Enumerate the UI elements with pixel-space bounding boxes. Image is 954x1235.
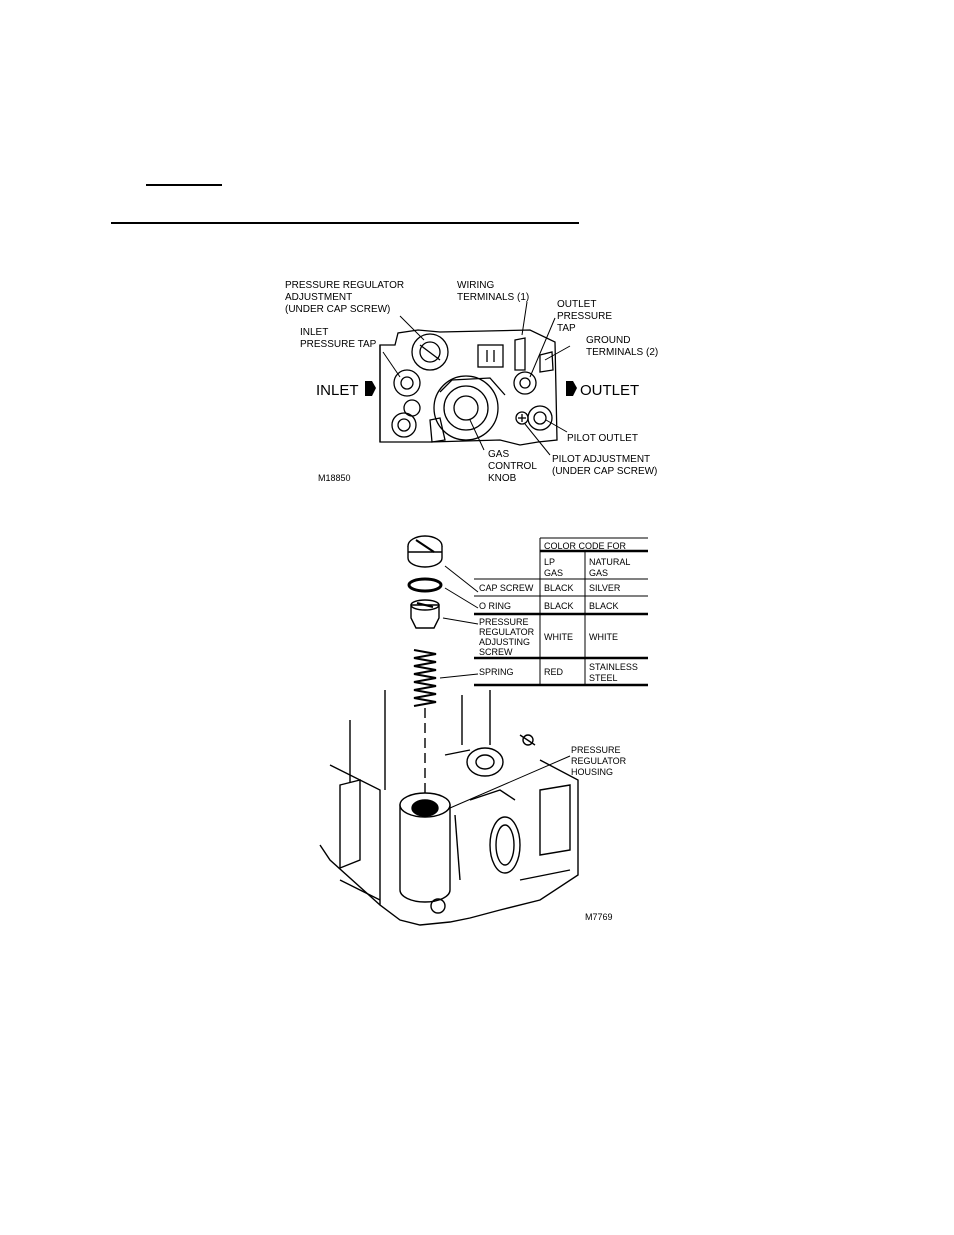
pressure-regulator-label-1: PRESSURE REGULATOR <box>285 280 404 291</box>
gas-valve-diagram: PRESSURE REGULATOR ADJUSTMENT (UNDER CAP… <box>285 280 658 484</box>
svg-text:REGULATOR: REGULATOR <box>479 627 535 637</box>
outlet-tap-label-2: PRESSURE <box>557 311 612 322</box>
svg-text:M7769: M7769 <box>585 912 613 922</box>
svg-text:PRESSURE: PRESSURE <box>571 745 621 755</box>
svg-text:HOUSING: HOUSING <box>571 767 613 777</box>
pressure-regulator-label-2: ADJUSTMENT <box>285 292 352 303</box>
row-screw-part-1: PRESSURE <box>479 617 529 627</box>
row-screw-part-3: ADJUSTING <box>479 637 530 647</box>
pressure-regulator-label-3: (UNDER CAP SCREW) <box>285 304 390 315</box>
pilot-adjust-label-2: (UNDER CAP SCREW) <box>552 466 657 477</box>
svg-text:CONTROL: CONTROL <box>488 461 537 472</box>
inlet-arrow-icon <box>365 381 376 396</box>
row-spring-natural-2: STEEL <box>589 673 618 683</box>
svg-text:GAS: GAS <box>488 449 509 460</box>
row-screw-part-4: SCREW <box>479 647 513 657</box>
outlet-tap-label-3: TAP <box>557 323 576 334</box>
gas-knob-label-3: KNOB <box>488 473 517 484</box>
svg-text:NATURAL: NATURAL <box>589 557 630 567</box>
outlet-label: OUTLET <box>580 382 639 399</box>
row-spring-part: SPRING <box>479 667 514 677</box>
housing-label-2: REGULATOR <box>571 756 627 766</box>
outlet-tap-label-1: OUTLET <box>557 299 596 310</box>
svg-text:WHITE: WHITE <box>589 632 618 642</box>
col-lp-2: GAS <box>544 568 563 578</box>
svg-text:STAINLESS: STAINLESS <box>589 662 638 672</box>
row-screw-part-2: REGULATOR <box>479 627 535 637</box>
svg-text:REGULATOR: REGULATOR <box>571 756 627 766</box>
col-lp-1: LP <box>544 557 555 567</box>
pilot-outlet-label: PILOT OUTLET <box>567 433 638 444</box>
housing-label-3: HOUSING <box>571 767 613 777</box>
svg-text:GROUND: GROUND <box>586 335 630 346</box>
row-cap-natural: SILVER <box>589 583 621 593</box>
svg-text:BLACK: BLACK <box>544 601 574 611</box>
svg-text:CAP SCREW: CAP SCREW <box>479 583 534 593</box>
svg-text:STEEL: STEEL <box>589 673 618 683</box>
svg-text:WIRING: WIRING <box>457 280 494 291</box>
wiring-label-2: TERMINALS (1) <box>457 292 529 303</box>
inlet-tap-label-1: INLET <box>300 327 328 338</box>
svg-text:TAP: TAP <box>557 323 576 334</box>
housing-label-1: PRESSURE <box>571 745 621 755</box>
svg-text:PILOT OUTLET: PILOT OUTLET <box>567 433 638 444</box>
svg-text:M18850: M18850 <box>318 473 351 483</box>
figure1-labels: PRESSURE REGULATOR ADJUSTMENT (UNDER CAP… <box>285 280 658 484</box>
table-text: COLOR CODE FOR LP GAS NATURAL GAS CAP SC… <box>479 541 638 922</box>
figure1-code: M18850 <box>318 473 351 483</box>
svg-text:OUTLET: OUTLET <box>557 299 596 310</box>
outlet-arrow-icon <box>566 381 577 396</box>
svg-text:KNOB: KNOB <box>488 473 517 484</box>
row-oring-lp: BLACK <box>544 601 574 611</box>
ground-label-2: TERMINALS (2) <box>586 347 658 358</box>
row-oring-natural: BLACK <box>589 601 619 611</box>
svg-text:GAS: GAS <box>544 568 563 578</box>
svg-text:WHITE: WHITE <box>544 632 573 642</box>
svg-text:TERMINALS (1): TERMINALS (1) <box>457 292 529 303</box>
svg-text:LP: LP <box>544 557 555 567</box>
svg-text:ADJUSTING: ADJUSTING <box>479 637 530 647</box>
svg-text:(UNDER CAP SCREW): (UNDER CAP SCREW) <box>552 466 657 477</box>
svg-text:GAS: GAS <box>589 568 608 578</box>
wiring-label-1: WIRING <box>457 280 494 291</box>
color-code-table <box>474 537 648 687</box>
svg-text:INLET: INLET <box>300 327 328 338</box>
pilot-adjust-label-1: PILOT ADJUSTMENT <box>552 454 650 465</box>
figure2-code: M7769 <box>585 912 613 922</box>
gas-knob-label-1: GAS <box>488 449 509 460</box>
inlet-label: INLET <box>316 382 359 399</box>
row-screw-natural: WHITE <box>589 632 618 642</box>
svg-text:BLACK: BLACK <box>589 601 619 611</box>
svg-text:O RING: O RING <box>479 601 511 611</box>
inlet-tap-label-2: PRESSURE TAP <box>300 339 377 350</box>
svg-text:TERMINALS (2): TERMINALS (2) <box>586 347 658 358</box>
svg-text:SILVER: SILVER <box>589 583 621 593</box>
table-header: COLOR CODE FOR <box>544 541 627 551</box>
svg-text:SCREW: SCREW <box>479 647 513 657</box>
short-underline <box>146 184 222 186</box>
row-spring-lp: RED <box>544 667 564 677</box>
svg-text:(UNDER CAP SCREW): (UNDER CAP SCREW) <box>285 304 390 315</box>
svg-text:COLOR CODE FOR: COLOR CODE FOR <box>544 541 627 551</box>
svg-text:ADJUSTMENT: ADJUSTMENT <box>285 292 352 303</box>
row-spring-natural-1: STAINLESS <box>589 662 638 672</box>
svg-text:SPRING: SPRING <box>479 667 514 677</box>
svg-text:RED: RED <box>544 667 564 677</box>
svg-text:PRESSURE REGULATOR: PRESSURE REGULATOR <box>285 280 404 291</box>
col-natural-1: NATURAL <box>589 557 630 567</box>
gas-knob-label-2: CONTROL <box>488 461 537 472</box>
row-cap-lp: BLACK <box>544 583 574 593</box>
row-oring-part: O RING <box>479 601 511 611</box>
svg-text:PRESSURE: PRESSURE <box>557 311 612 322</box>
svg-text:BLACK: BLACK <box>544 583 574 593</box>
svg-text:PILOT ADJUSTMENT: PILOT ADJUSTMENT <box>552 454 650 465</box>
svg-text:PRESSURE TAP: PRESSURE TAP <box>300 339 377 350</box>
section-rule <box>111 222 579 224</box>
row-cap-part: CAP SCREW <box>479 583 534 593</box>
svg-text:PRESSURE: PRESSURE <box>479 617 529 627</box>
ground-label-1: GROUND <box>586 335 630 346</box>
row-screw-lp: WHITE <box>544 632 573 642</box>
col-natural-2: GAS <box>589 568 608 578</box>
